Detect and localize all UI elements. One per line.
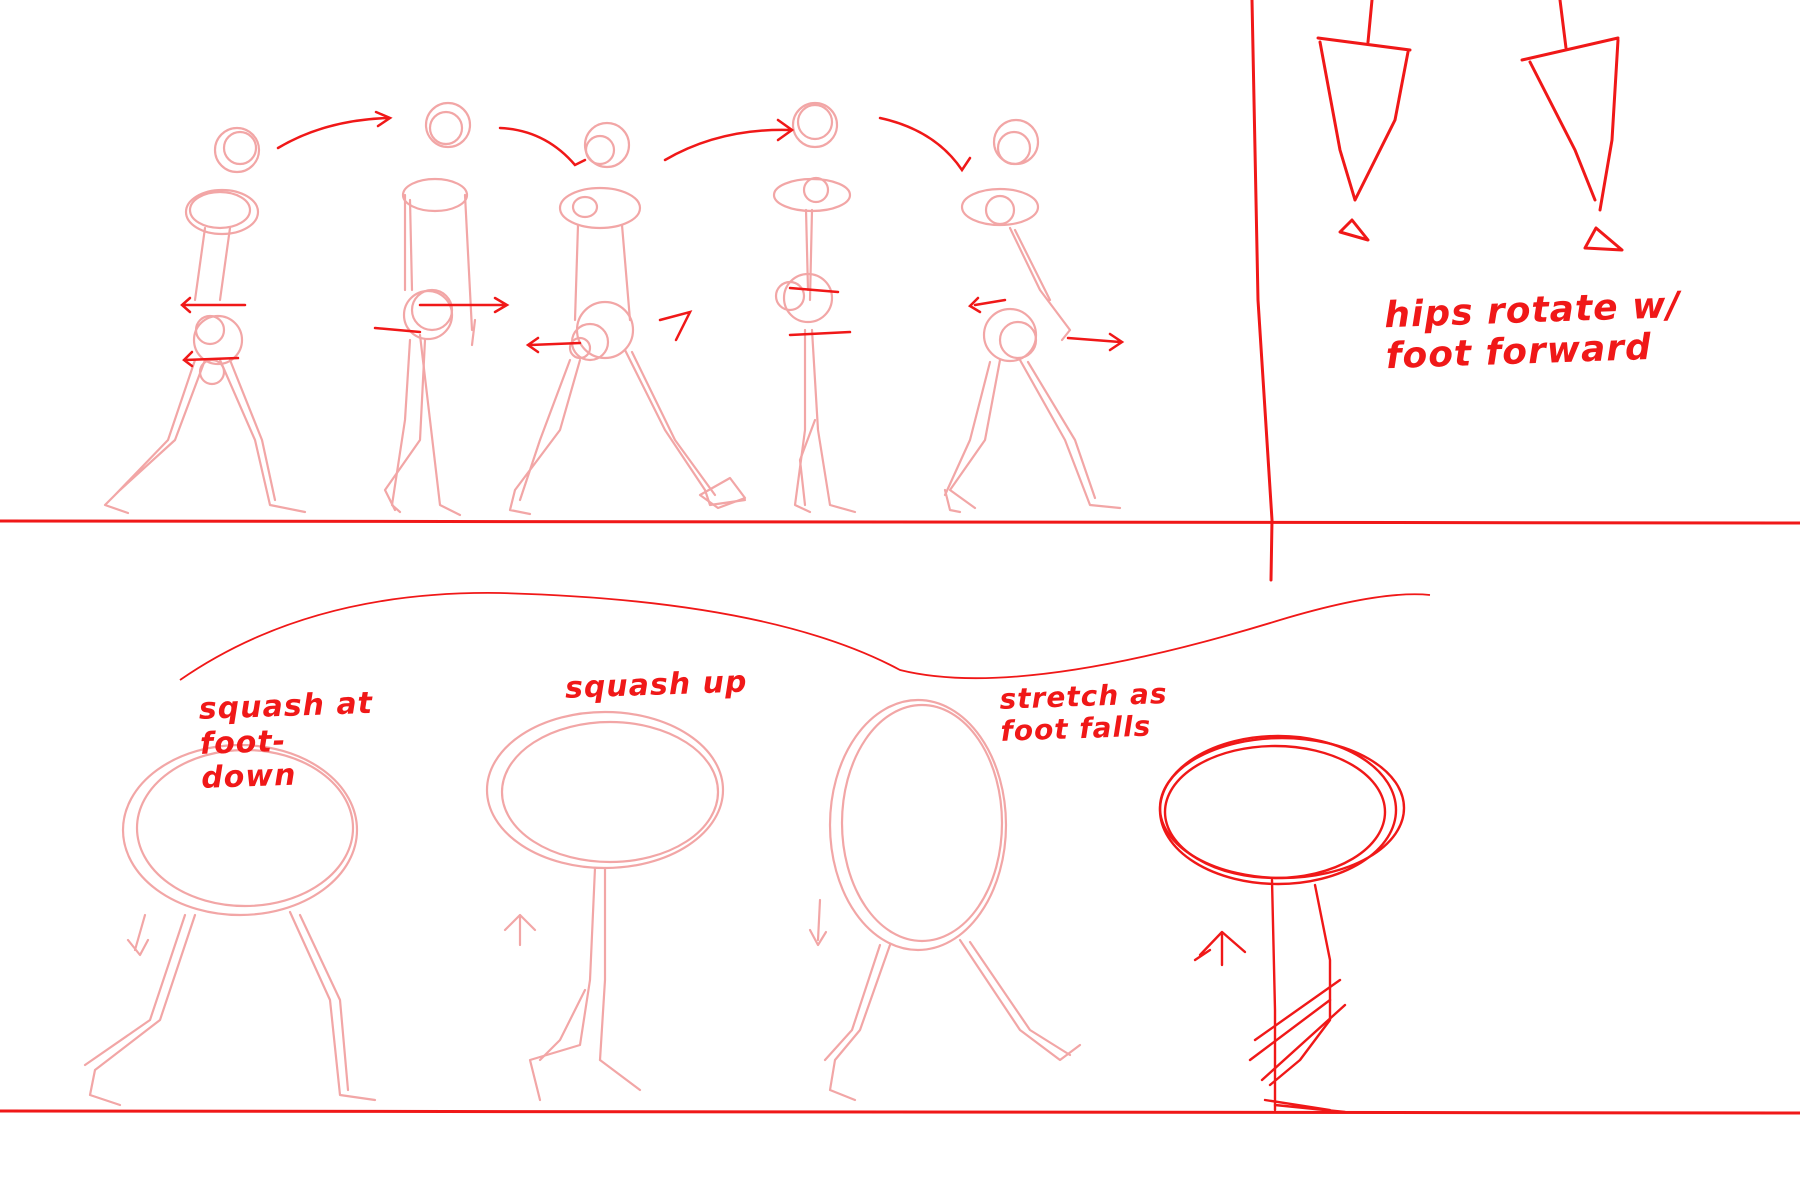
- arc-arrow-2: [498, 126, 587, 167]
- stretch-figure: [808, 698, 1082, 1102]
- bottom-panel-ground-line: [0, 1109, 1800, 1115]
- hip-arrow-2: [373, 296, 510, 334]
- squash-figure-down: [83, 743, 377, 1107]
- note-hips-rotate: hips rotate w/ foot forward: [1383, 284, 1682, 378]
- panel-borders: [0, 0, 1800, 1115]
- arc-arrow-3: [663, 118, 795, 162]
- walk-figure-3: [508, 121, 747, 516]
- hip-arrow-5: [967, 296, 1125, 352]
- squash-stretch-figures: [83, 698, 1406, 1114]
- right-leg-front-view: [1520, 0, 1624, 252]
- hip-rotation-diagram: [1316, 0, 1624, 252]
- top-panel-ground-line: [0, 519, 1800, 525]
- note-stretch-as-foot-falls: stretch as foot falls: [998, 676, 1169, 749]
- hip-arrow-4: [788, 286, 852, 337]
- walk-cycle-figures: [103, 101, 1122, 517]
- walk-figure-2: [383, 101, 477, 517]
- left-leg-front-view: [1316, 0, 1412, 242]
- hip-arrow-1: [180, 296, 247, 368]
- motion-arrows: [180, 110, 1125, 368]
- contact-figure: [1158, 734, 1406, 1114]
- note-squash-at-foot-down: squash at foot- down: [198, 685, 374, 796]
- vertical-divider: [1250, 0, 1274, 582]
- arc-arrow-4: [878, 116, 972, 173]
- squash-figure-up: [485, 710, 725, 1102]
- walk-figure-1: [103, 126, 307, 515]
- arc-arrow-1: [276, 110, 393, 150]
- bounce-path-curve: [179, 592, 1431, 681]
- walk-figure-5: [943, 118, 1122, 514]
- hip-arrow-3: [525, 310, 693, 354]
- walk-figure-4: [772, 101, 857, 514]
